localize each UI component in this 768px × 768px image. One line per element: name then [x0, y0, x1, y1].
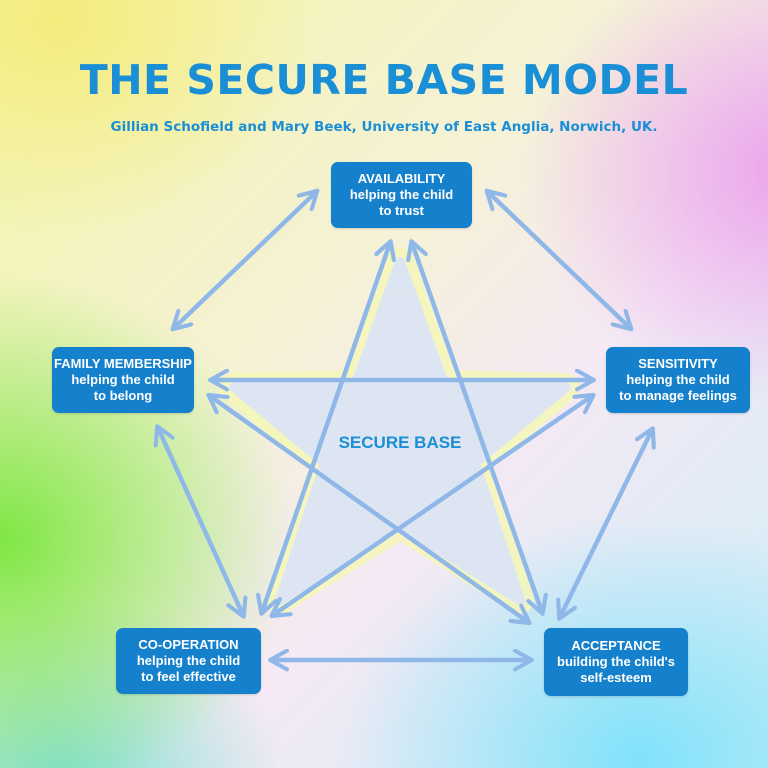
sensitivity-line2: to manage feelings: [619, 388, 737, 403]
connection-arrows: [158, 192, 652, 660]
arrow-family_membership-availability: [174, 192, 316, 328]
cooperation-line1: helping the child: [136, 653, 241, 668]
sensitivity-box: SENSITIVITY helping the child to manage …: [606, 347, 750, 413]
acceptance-line2: self-esteem: [580, 670, 652, 685]
page-subtitle: Gillian Schofield and Mary Beek, Univers…: [110, 119, 658, 135]
arrow-family_membership-acceptance: [210, 396, 528, 622]
arrow-sensitivity-acceptance: [560, 430, 652, 617]
acceptance-box: ACCEPTANCE building the child's self-est…: [544, 628, 688, 696]
cooperation-box: CO-OPERATION helping the child to feel e…: [116, 628, 261, 694]
availability-box: AVAILABILITY helping the child to trust: [331, 162, 472, 228]
cooperation-line2: to feel effective: [141, 669, 236, 684]
arrow-availability-sensitivity: [488, 192, 630, 328]
family-membership-box: FAMILY MEMBERSHIP helping the child to b…: [52, 347, 194, 413]
acceptance-heading: ACCEPTANCE: [571, 638, 661, 653]
acceptance-line1: building the child's: [557, 654, 675, 669]
sensitivity-heading: SENSITIVITY: [638, 356, 718, 371]
family-membership-line1: helping the child: [71, 372, 175, 387]
arrow-cooperation-family_membership: [158, 428, 243, 615]
secure-base-label: SECURE BASE: [338, 433, 462, 452]
family-membership-line2: to belong: [93, 388, 153, 403]
family-membership-heading: FAMILY MEMBERSHIP: [54, 356, 192, 371]
availability-line2: to trust: [379, 203, 424, 218]
sensitivity-line1: helping the child: [626, 372, 730, 387]
cooperation-heading: CO-OPERATION: [138, 637, 239, 652]
page-title: THE SECURE BASE MODEL: [79, 56, 689, 104]
availability-heading: AVAILABILITY: [357, 171, 446, 186]
availability-line1: helping the child: [349, 187, 454, 202]
